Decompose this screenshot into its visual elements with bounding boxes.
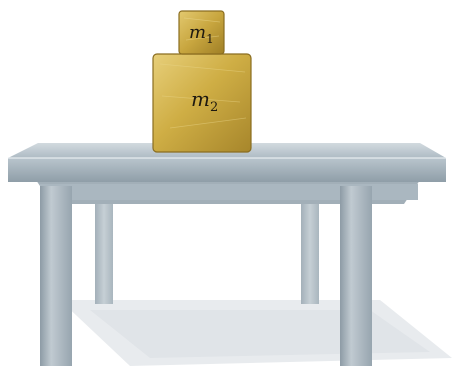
block-m2: m2 bbox=[153, 54, 251, 152]
floor-shadow bbox=[60, 300, 452, 366]
block-m1: m1 bbox=[179, 11, 224, 54]
